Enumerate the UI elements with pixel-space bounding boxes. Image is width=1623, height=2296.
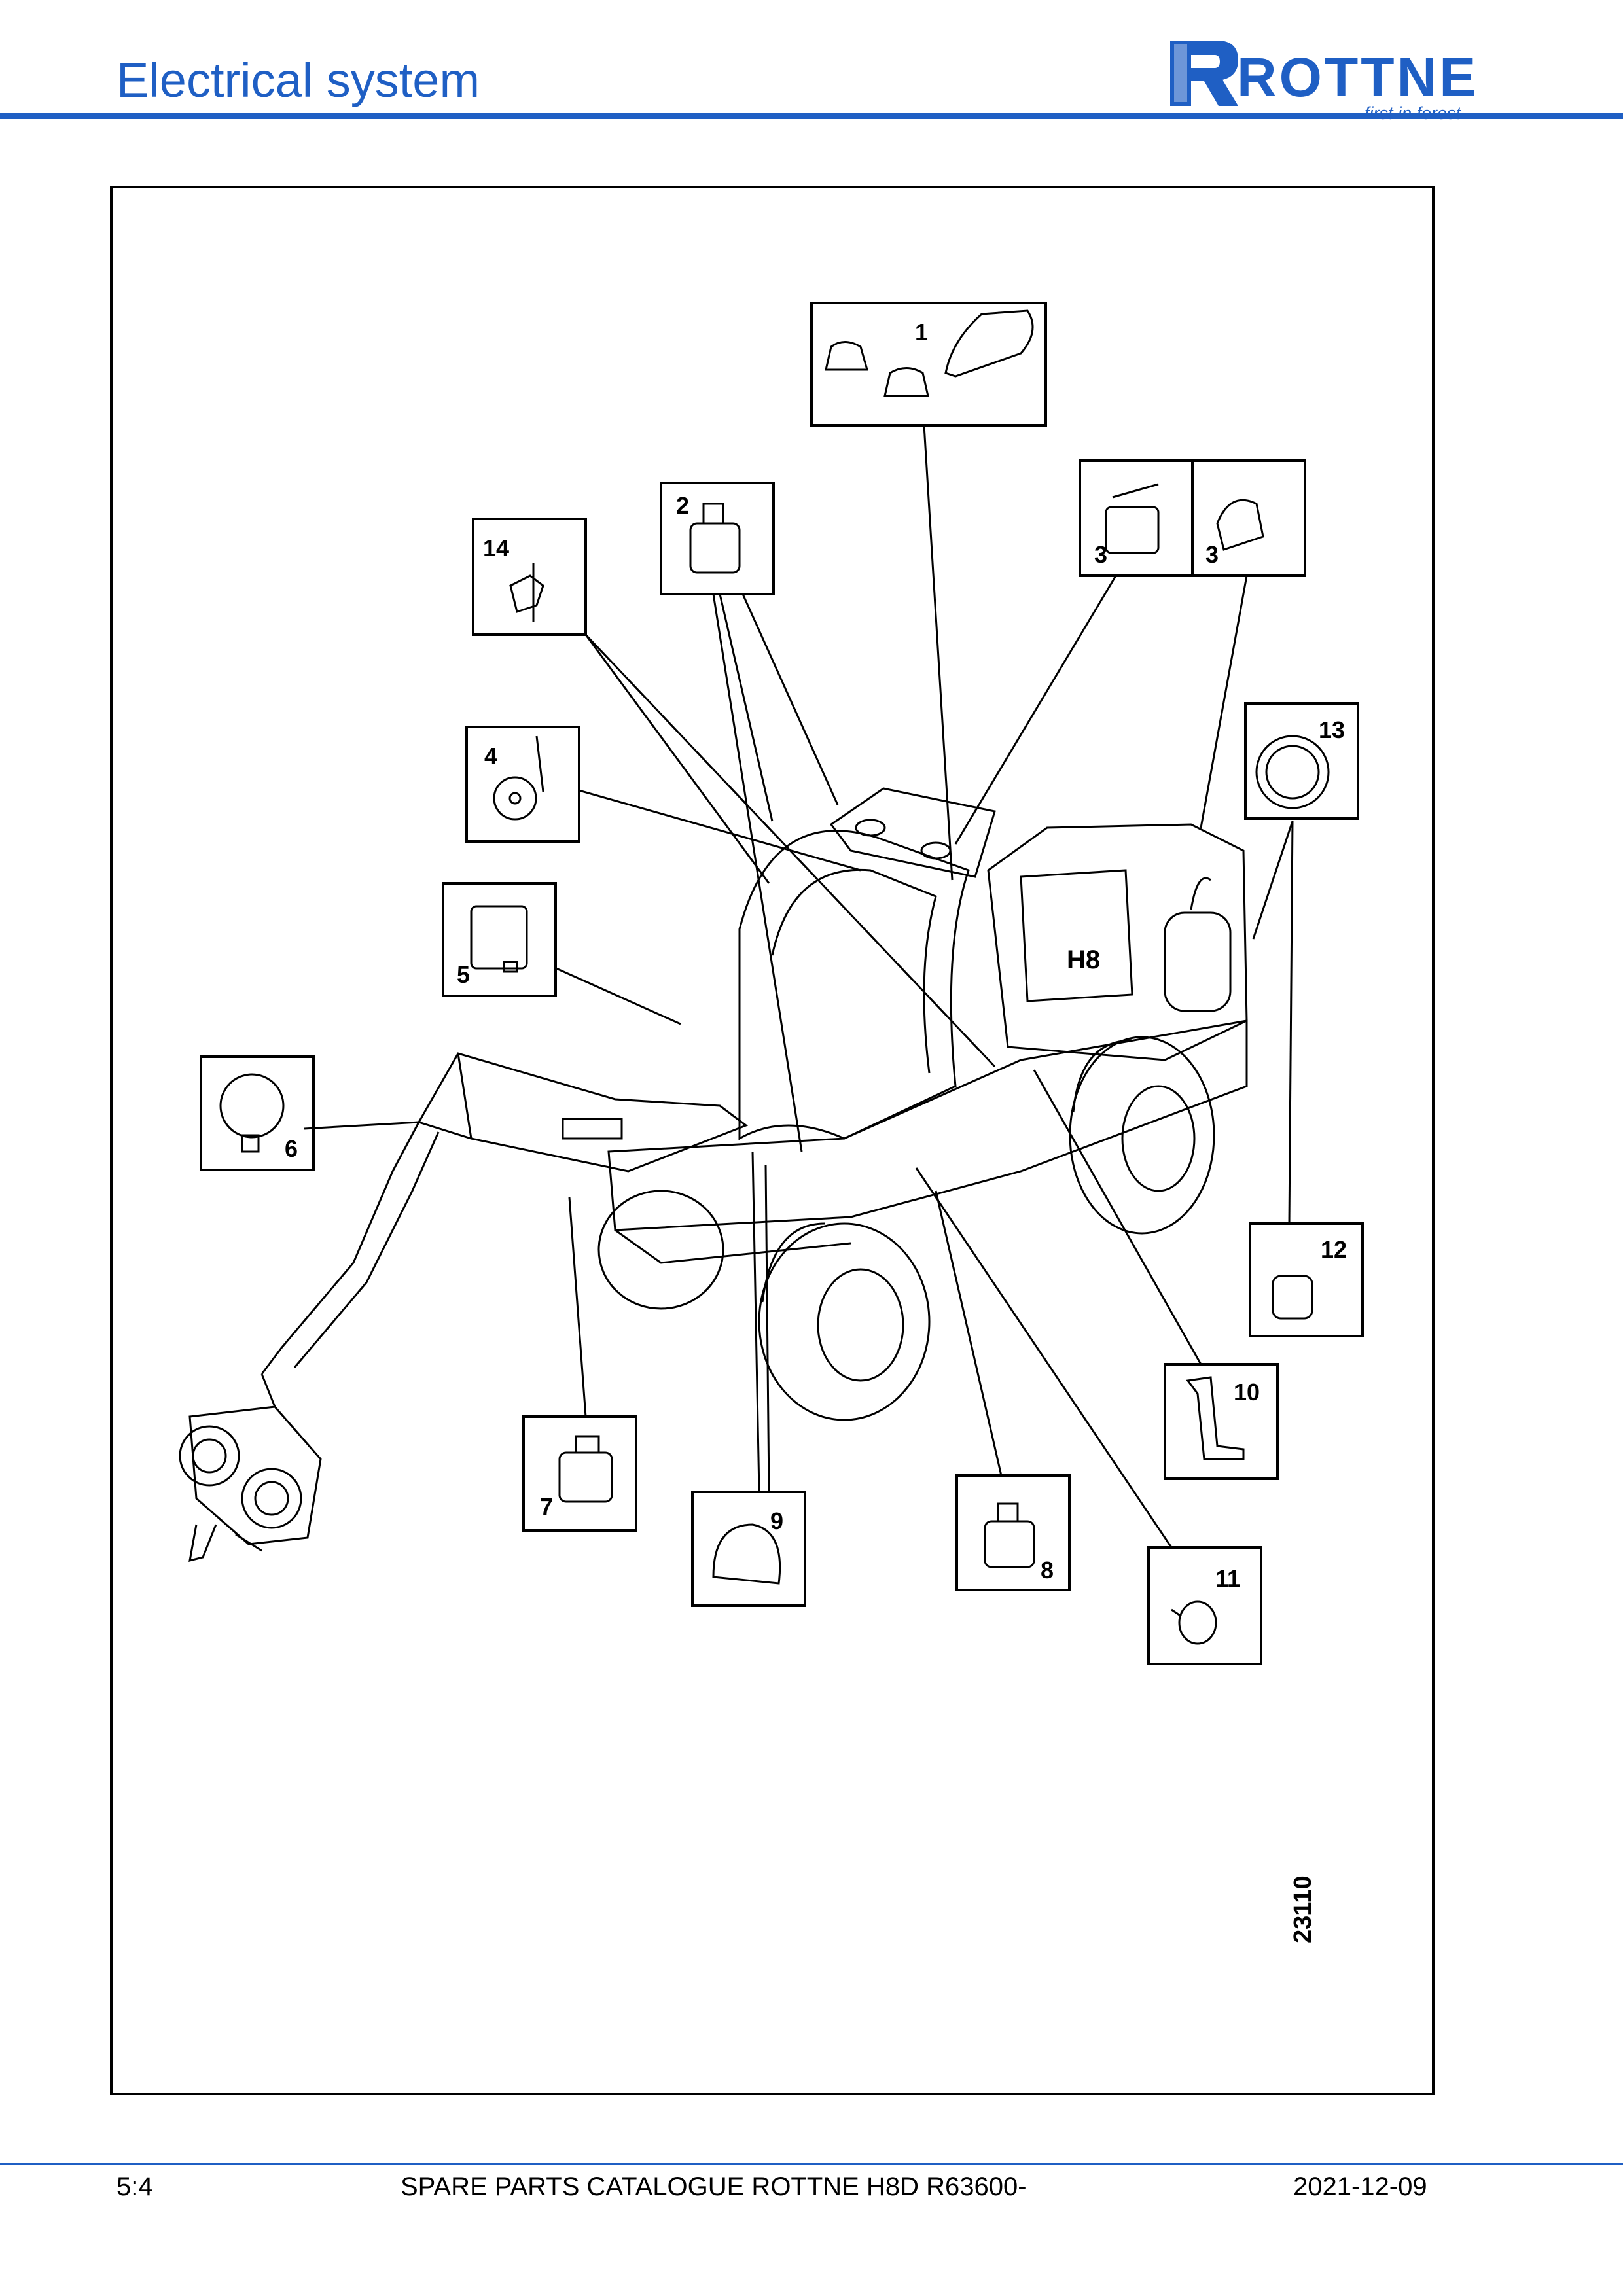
- logo-wordmark: ROTTNE: [1237, 46, 1479, 108]
- callout-label-12: 12: [1321, 1236, 1347, 1263]
- callout-label-14: 14: [483, 535, 509, 561]
- footer-page-number: 5:4: [116, 2172, 153, 2201]
- drawing-number: 23110: [1289, 1875, 1317, 1943]
- svg-text:H8: H8: [1067, 945, 1100, 974]
- footer-rule: [0, 2163, 1623, 2165]
- callout-label-6: 6: [285, 1135, 298, 1162]
- footer-date: 2021-12-09: [1293, 2172, 1427, 2201]
- rottne-logo: ROTTNE first in forest: [1165, 31, 1518, 123]
- callout-label-3b: 3: [1205, 541, 1219, 568]
- callout-label-4: 4: [484, 743, 497, 769]
- callout-label-5: 5: [457, 961, 470, 988]
- callout-label-10: 10: [1234, 1379, 1260, 1405]
- rottne-logo-mark-icon: [1170, 41, 1238, 106]
- header-rule: [0, 113, 1623, 119]
- callout-label-7: 7: [540, 1493, 553, 1520]
- callout-label-13: 13: [1319, 716, 1345, 743]
- callout-label-8: 8: [1041, 1557, 1054, 1583]
- footer-catalogue-title: SPARE PARTS CATALOGUE ROTTNE H8D R63600-: [401, 2172, 1027, 2201]
- page-title: Electrical system: [116, 53, 480, 107]
- callout-label-9: 9: [770, 1508, 783, 1534]
- callout-label-3a: 3: [1094, 541, 1107, 568]
- callout-label-2: 2: [676, 492, 689, 519]
- figure-frame: [110, 186, 1435, 2095]
- callout-label-1: 1: [915, 319, 928, 345]
- callout-label-11: 11: [1215, 1565, 1240, 1592]
